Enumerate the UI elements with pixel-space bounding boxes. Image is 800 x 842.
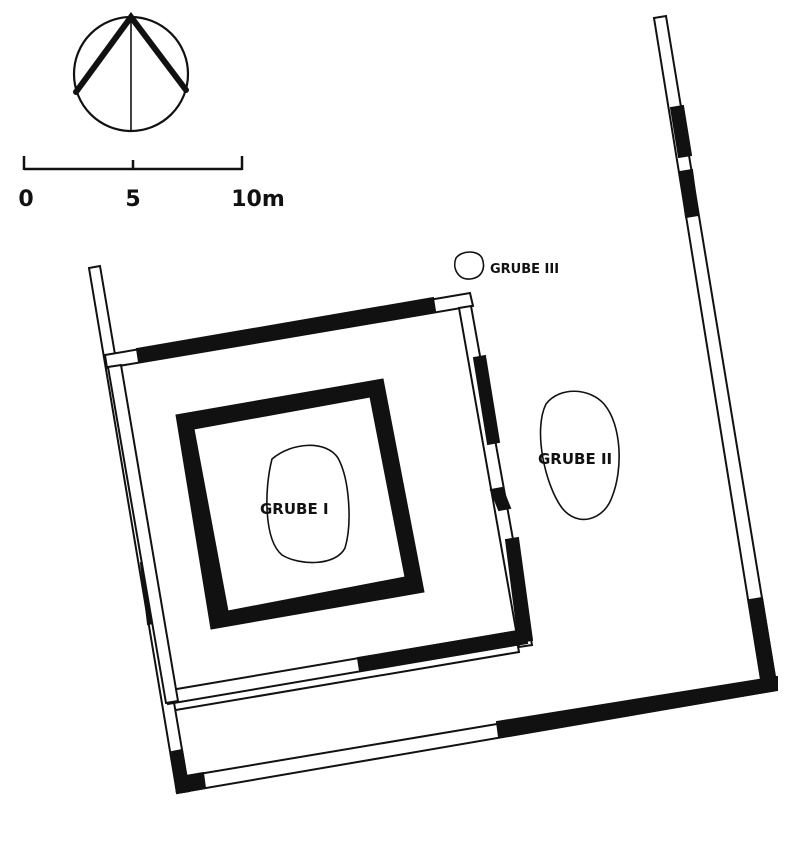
temple-south-wall-dark	[356, 628, 529, 673]
south-wall-dark-1	[495, 675, 778, 739]
temple-north-wall-dark	[135, 296, 437, 364]
scale-label-5: 5	[125, 187, 140, 212]
cella-walls	[175, 378, 425, 630]
grube-3-outline	[454, 251, 485, 280]
grube-1-label: GRUBE I	[260, 500, 329, 518]
west-wall-dark-2	[170, 748, 191, 795]
east-wall-dark-1	[669, 104, 693, 159]
north-arrow-icon	[72, 11, 190, 133]
temple-west-wall	[106, 363, 180, 705]
temple-east-wall-dark-1	[472, 354, 501, 446]
scale-label-0: 0	[18, 187, 33, 212]
temple-outer-walls	[103, 291, 534, 706]
grube-3-label: GRUBE III	[490, 262, 559, 277]
temple-east-wall-dark-3	[504, 536, 534, 644]
east-wall-dark-2	[678, 168, 700, 219]
scale-bar: 0 5 10m	[18, 156, 285, 212]
grube-1-outline	[266, 444, 350, 564]
outer-enclosure	[87, 14, 779, 795]
scale-label-10m: 10m	[231, 187, 285, 212]
temple-east-wall-dark-2	[489, 486, 512, 512]
grube-2-label: GRUBE II	[538, 450, 612, 468]
grube-2-outline	[539, 390, 620, 521]
